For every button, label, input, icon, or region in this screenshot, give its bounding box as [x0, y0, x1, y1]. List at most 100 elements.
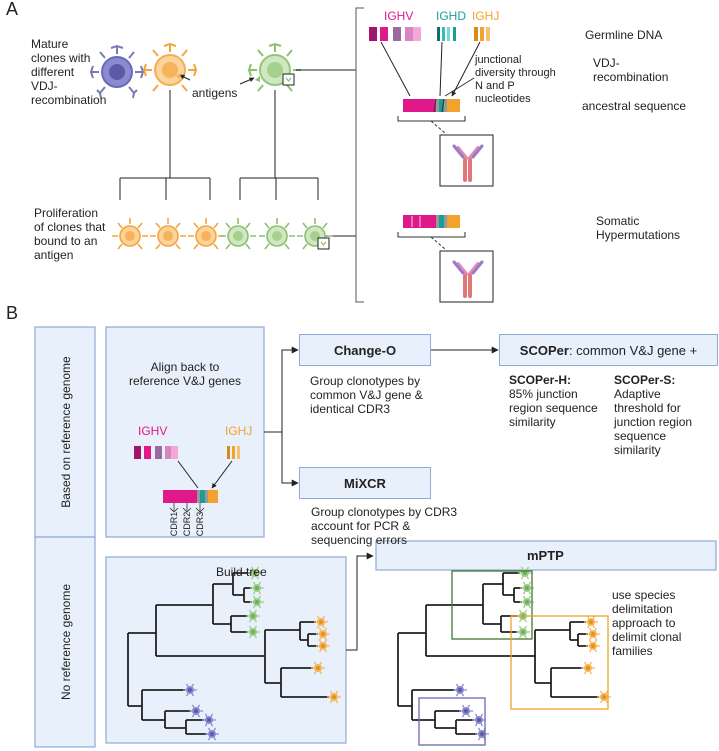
tip-cell: [586, 639, 600, 653]
proliferation-tree-lines: [119, 90, 319, 200]
tip-cell: [250, 595, 264, 609]
tip-cell: [250, 581, 264, 595]
tree-right-cells: [453, 566, 611, 741]
vdj-line-2: recombination: [593, 70, 669, 84]
phylogenetic-tree-left: [127, 572, 329, 735]
ref-gene-segments: [134, 446, 240, 513]
mptp-desc-3: approach to: [612, 616, 676, 630]
ancestral-sequence-label: ancestral sequence: [582, 99, 687, 113]
mature-purple-cell: [89, 44, 145, 99]
scoper-s-2: threshold for: [614, 401, 681, 415]
cdr1-label: CDR1: [169, 511, 179, 537]
ighv-label: IGHV: [384, 9, 414, 23]
mixcr-desc-3: sequencing errors: [311, 533, 408, 547]
mature-clones-line-4: VDJ-: [31, 79, 58, 93]
tip-cell: [311, 661, 325, 675]
scoper-label: SCOPer: [519, 342, 569, 358]
ref-genome-label: Based on reference genome: [59, 356, 73, 508]
noref-genome-label: No reference genome: [59, 583, 73, 701]
scoper-s-5: similarity: [614, 443, 661, 457]
proliferation-line-3: bound to an: [34, 234, 98, 248]
junctional-line-4: nucleotides: [475, 93, 531, 105]
changeo-box: Change-O: [299, 334, 431, 366]
proliferated-green-cells: [220, 218, 333, 250]
proliferation-line-2: of clones that: [34, 220, 106, 234]
phylogenetic-tree-right: [397, 572, 599, 735]
tip-cell: [581, 661, 595, 675]
mixcr-desc-1: Group clonotypes by CDR3: [311, 505, 458, 519]
junctional-line-3: N and P: [475, 80, 515, 92]
scoper-h-title: SCOPer-H:: [509, 373, 572, 387]
proliferated-orange-cells: [112, 218, 224, 250]
tip-cell: [246, 609, 260, 623]
scoper-rest: : common V&J gene +: [568, 342, 698, 358]
ancestral-sequence: [397, 98, 466, 134]
changeo-label: Change-O: [333, 342, 397, 358]
mutated-antibody-icon: [439, 250, 494, 303]
tip-cell: [475, 727, 489, 741]
scoper-s-4: sequence: [614, 429, 667, 443]
mptp-desc-1: use species: [612, 588, 676, 602]
mutated-sequence: [397, 215, 466, 250]
mature-clones-line-2: clones with: [31, 51, 91, 65]
cdr3-label: CDR3: [195, 511, 205, 537]
cdr2-label: CDR2: [182, 511, 192, 537]
ref-genome-label-box: [34, 326, 96, 538]
clonal-family-orange: [510, 615, 609, 710]
panel-a-letter: A: [6, 0, 19, 19]
tip-cell: [246, 625, 260, 639]
build-tree-box: [105, 556, 347, 744]
tip-cell: [316, 627, 330, 641]
tip-cell: [189, 704, 203, 718]
mature-clones-line-5: recombination: [31, 93, 107, 107]
tip-cell: [316, 639, 330, 653]
vdj-line-1: VDJ-: [593, 56, 620, 70]
changeo-desc-3: identical CDR3: [310, 402, 391, 416]
somatic-line-2: Hypermutations: [596, 228, 681, 242]
proliferation-line-4: antigen: [34, 248, 74, 262]
tip-cell: [453, 683, 467, 697]
tip-cell: [205, 727, 219, 741]
germline-segments: [369, 27, 490, 41]
mptp-desc-2: delimitation: [612, 602, 673, 616]
mptp-desc-5: families: [612, 644, 653, 658]
ighj-label: IGHJ: [472, 9, 500, 23]
scoper-s-3: junction region: [614, 415, 693, 429]
changeo-desc-1: Group clonotypes by: [310, 374, 421, 388]
mixcr-label: MiXCR: [344, 475, 386, 491]
mixcr-box: MiXCR: [299, 467, 431, 499]
changeo-desc-2: common V&J gene &: [310, 388, 423, 402]
panel-a-bracket: [355, 7, 364, 303]
tip-cell: [314, 615, 328, 629]
scoper-s-1: Adaptive: [614, 387, 661, 401]
ref-ighv-label: IGHV: [138, 424, 168, 438]
align-line-2: reference V&J genes: [128, 374, 242, 388]
mature-green-cell: [247, 42, 301, 92]
mptp-desc-4: delimit clonal: [612, 630, 682, 644]
proliferation-line-1: Proliferation: [34, 206, 99, 220]
ighd-label: IGHD: [436, 9, 466, 23]
mature-orange-cell: [142, 42, 198, 92]
mixcr-desc-2: account for PCR &: [311, 519, 411, 533]
antigen-arrow-orange: [179, 74, 191, 81]
clonal-family-purple: [418, 697, 486, 746]
align-line-1: Align back to: [150, 360, 220, 374]
tree-left-cells: [183, 566, 341, 741]
scoper-box: SCOPer: common V&J gene +: [499, 334, 718, 366]
somatic-line-1: Somatic: [596, 214, 640, 228]
tip-cell: [248, 566, 262, 580]
panel-b-letter: B: [6, 303, 19, 323]
tip-cell: [597, 690, 611, 704]
tip-cell: [584, 615, 598, 629]
antigen-arrow-green: [239, 77, 255, 85]
scoper-h-2: region sequence: [509, 401, 598, 415]
junctional-line-1: junctional: [475, 54, 522, 66]
scoper-h-1: 85% junction: [509, 387, 578, 401]
antigens-label: antigens: [192, 86, 238, 100]
ref-ighj-label: IGHJ: [225, 424, 253, 438]
clonal-family-green: [451, 570, 533, 640]
scoper-h-3: similarity: [509, 415, 556, 429]
tip-cell: [183, 683, 197, 697]
tip-cell: [459, 704, 473, 718]
